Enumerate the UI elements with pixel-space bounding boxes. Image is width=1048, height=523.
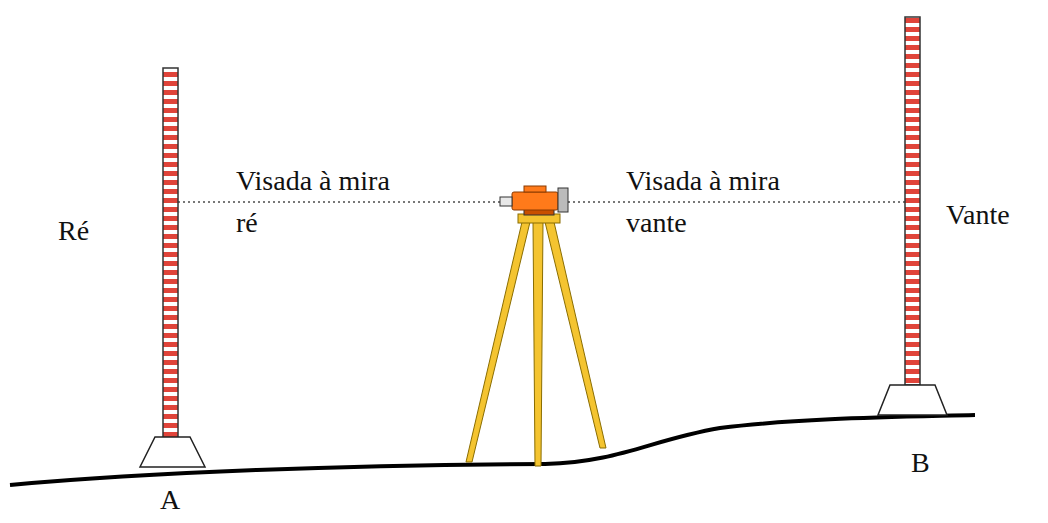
point-label: B [911, 442, 930, 484]
ground-line [10, 415, 975, 485]
sight-label: Visada à mira ré [236, 160, 416, 244]
rod-base [140, 437, 205, 467]
tripod [466, 214, 606, 466]
point-label: A [160, 479, 180, 521]
rod-base [878, 385, 947, 415]
station-label: Vante [946, 194, 1010, 236]
level-instrument [500, 186, 568, 215]
leveling-rod [163, 68, 178, 438]
leveling-rod [905, 17, 920, 385]
sight-label: Visada à mira vante [626, 160, 806, 244]
station-label: Ré [58, 210, 89, 252]
